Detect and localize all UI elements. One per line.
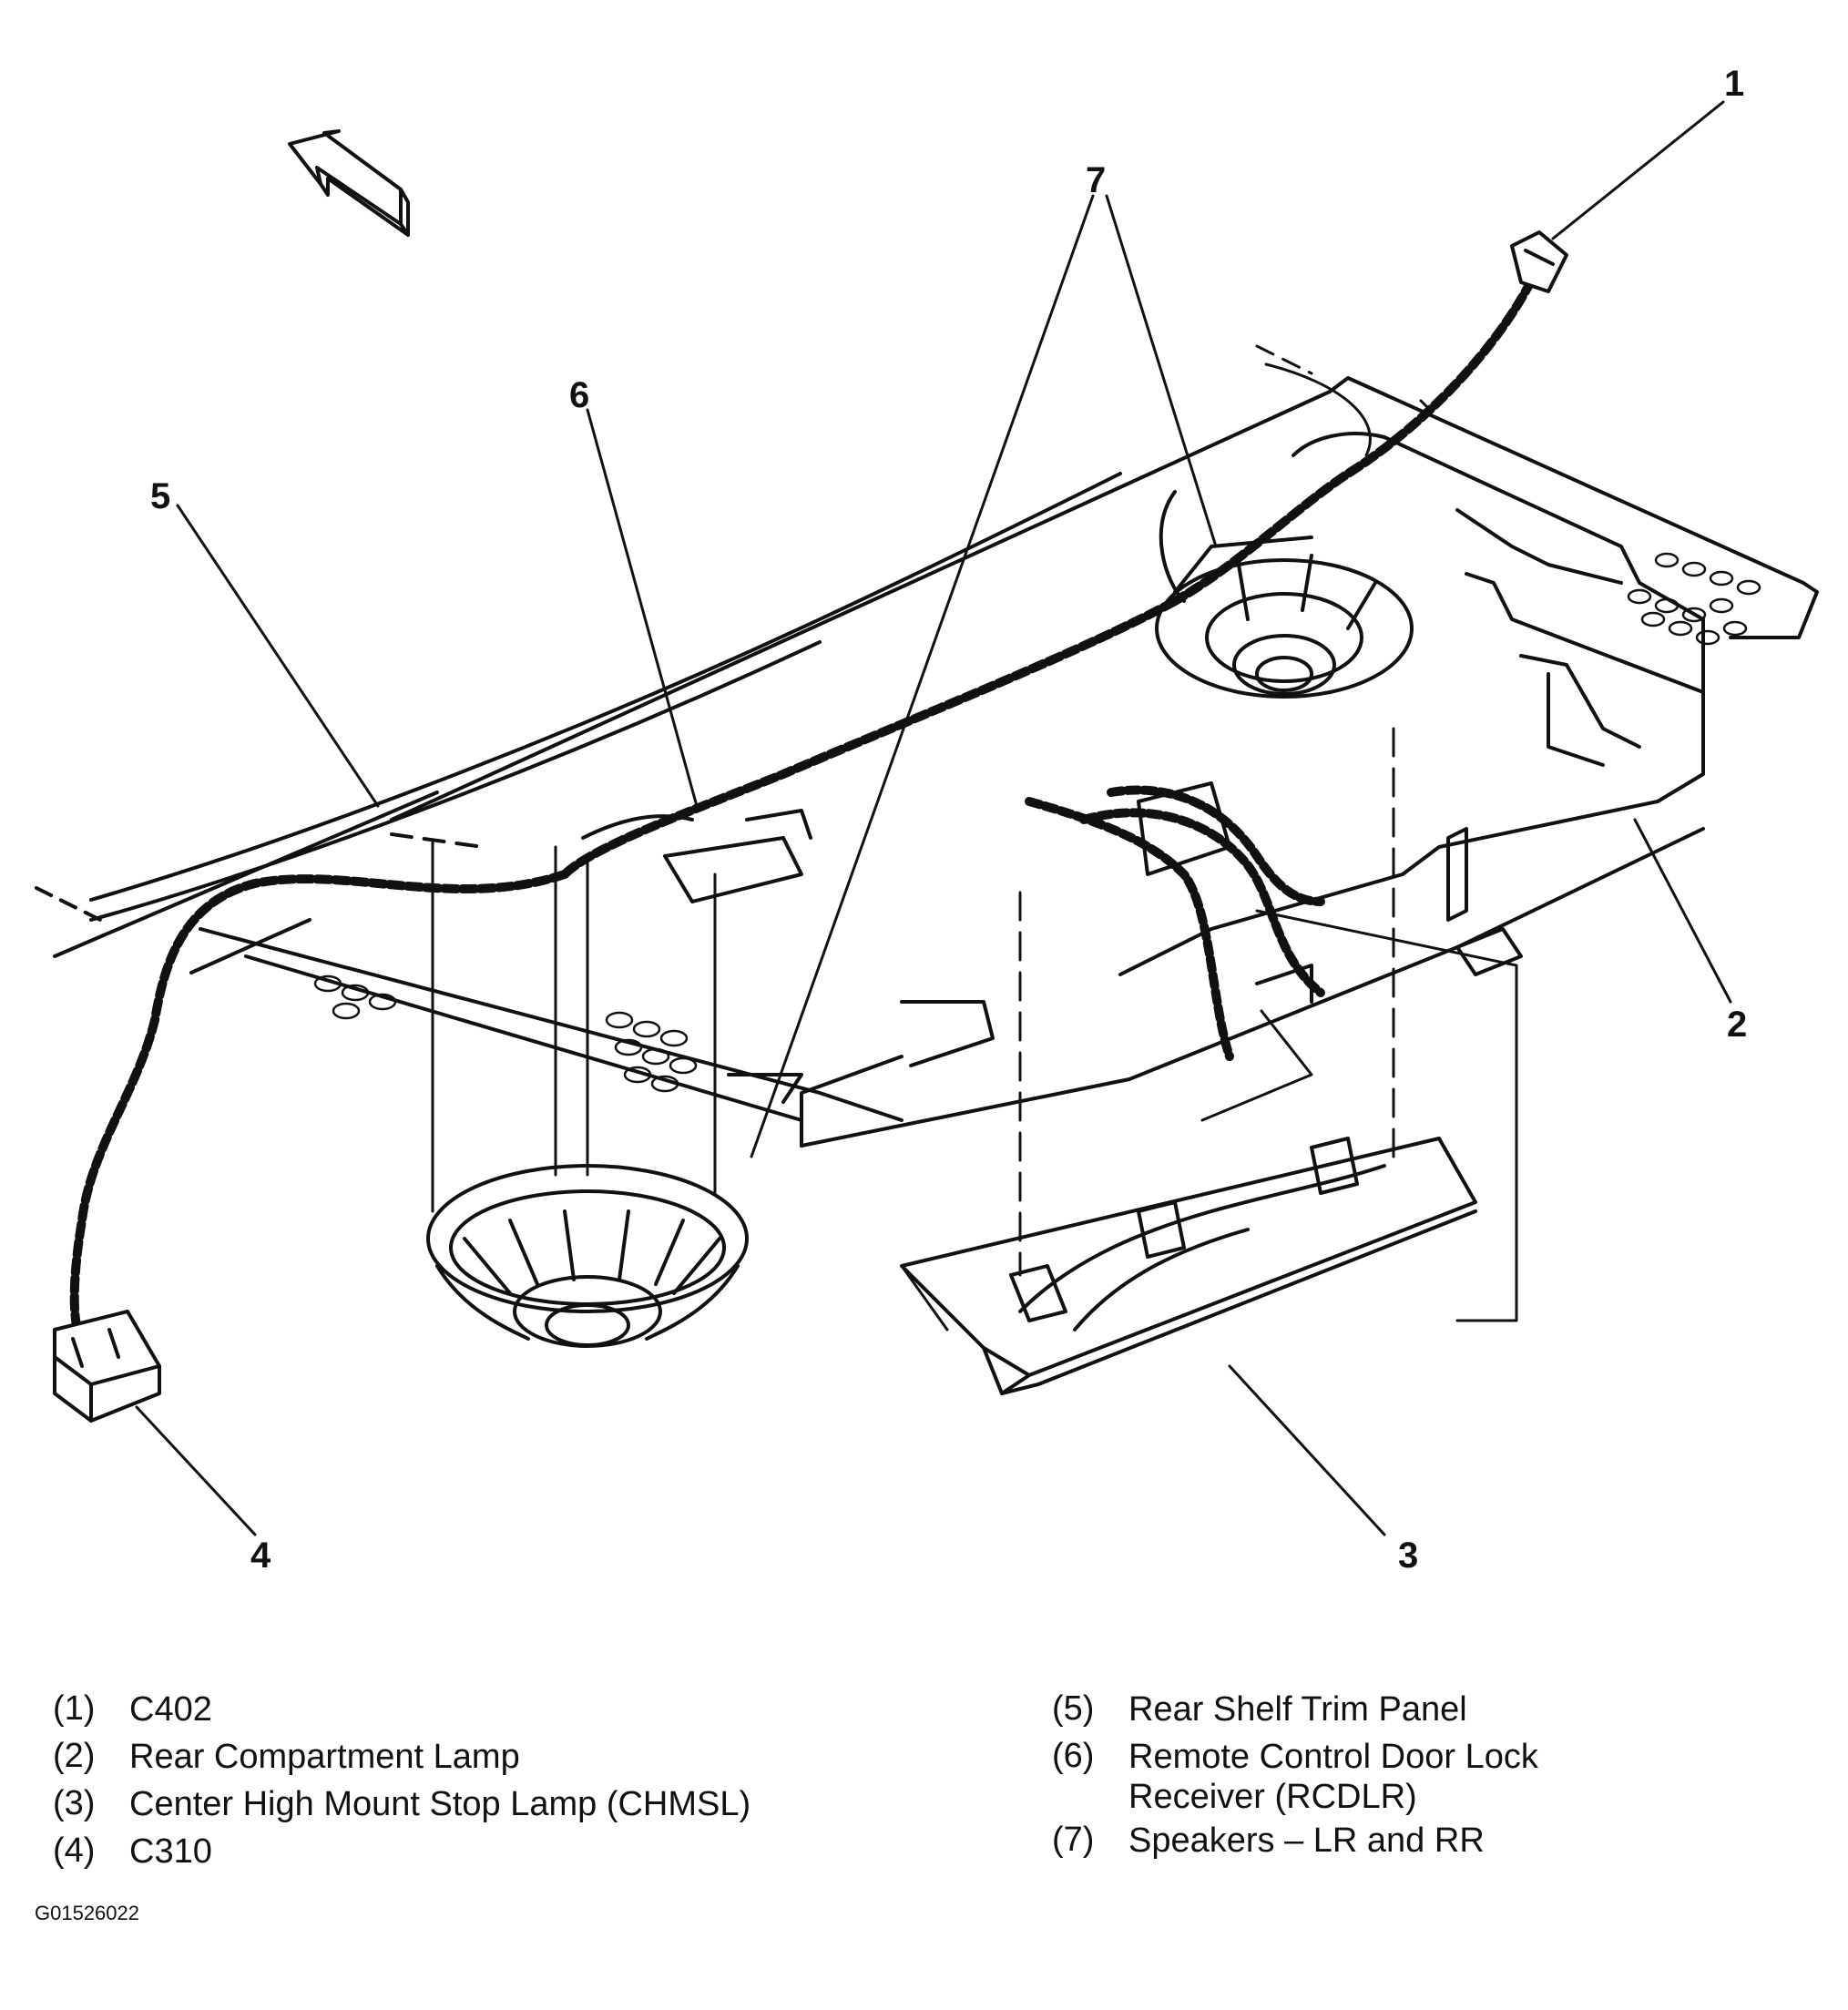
legend-number: (1) <box>53 1689 96 1728</box>
legend-number: (2) <box>53 1737 96 1775</box>
callout-7: 7 <box>1086 160 1107 200</box>
assembly-lines <box>431 344 1518 1331</box>
callout-2: 2 <box>1727 1005 1748 1045</box>
rr-speaker <box>1155 490 1414 699</box>
callout-4: 4 <box>250 1536 271 1576</box>
figure-code: G01526022 <box>35 1902 139 1924</box>
rcdlr-module <box>581 809 812 903</box>
legend-item-5: (5) Rear Shelf Trim Panel <box>1052 1689 1799 1737</box>
legend-item-4: (4) C310 <box>53 1831 964 1879</box>
callout-5: 5 <box>150 476 171 516</box>
front-direction-arrow-icon <box>288 129 410 237</box>
legend-number: (3) <box>53 1784 96 1822</box>
legend-number: (7) <box>1052 1821 1095 1859</box>
legend-item-7: (7) Speakers – LR and RR <box>1052 1821 1799 1868</box>
connector-c310 <box>53 1310 161 1423</box>
legend-item-2: (2) Rear Compartment Lamp <box>53 1737 964 1784</box>
legend-text-line-1: Remote Control Door Lock <box>1128 1738 1538 1776</box>
legend-item-1: (1) C402 <box>53 1689 964 1737</box>
lr-speaker <box>426 1164 749 1348</box>
legend-left-column: (1) C402 (2) Rear Compartment Lamp (3) C… <box>53 1689 964 1879</box>
chmsl-lamp <box>900 1137 1477 1395</box>
callout-6: 6 <box>569 375 590 415</box>
callout-1: 1 <box>1724 64 1745 104</box>
legend-item-6: (6) Remote Control Door Lock Receiver (R… <box>1052 1737 1799 1821</box>
rear-shelf-body <box>199 376 1819 1148</box>
leader-lines <box>135 100 1732 1536</box>
connector-c402 <box>1510 230 1568 293</box>
legend-text-line-2: Receiver (RCDLR) <box>1128 1778 1417 1816</box>
wiring-diagram <box>35 100 1819 1536</box>
rear-compartment-lamp <box>1446 827 1523 976</box>
legend-number: (4) <box>53 1831 96 1870</box>
legend-text: Rear Shelf Trim Panel <box>1128 1690 1467 1729</box>
legend-text: Remote Control Door Lock Receiver (RCDLR… <box>1128 1737 1538 1817</box>
legend-text: C402 <box>129 1690 212 1729</box>
legend-number: (5) <box>1052 1689 1095 1728</box>
callout-3: 3 <box>1398 1536 1419 1576</box>
rear-shelf-trim-panel <box>35 472 1122 974</box>
legend-right-column: (5) Rear Shelf Trim Panel (6) Remote Con… <box>1052 1689 1799 1868</box>
legend-number: (6) <box>1052 1737 1095 1775</box>
wiring-harness <box>69 260 1544 1334</box>
legend-text: Rear Compartment Lamp <box>129 1738 520 1776</box>
legend-text: C310 <box>129 1832 212 1871</box>
legend-text: Center High Mount Stop Lamp (CHMSL) <box>129 1785 751 1823</box>
legend-item-3: (3) Center High Mount Stop Lamp (CHMSL) <box>53 1784 964 1831</box>
legend-text: Speakers – LR and RR <box>1128 1821 1485 1860</box>
